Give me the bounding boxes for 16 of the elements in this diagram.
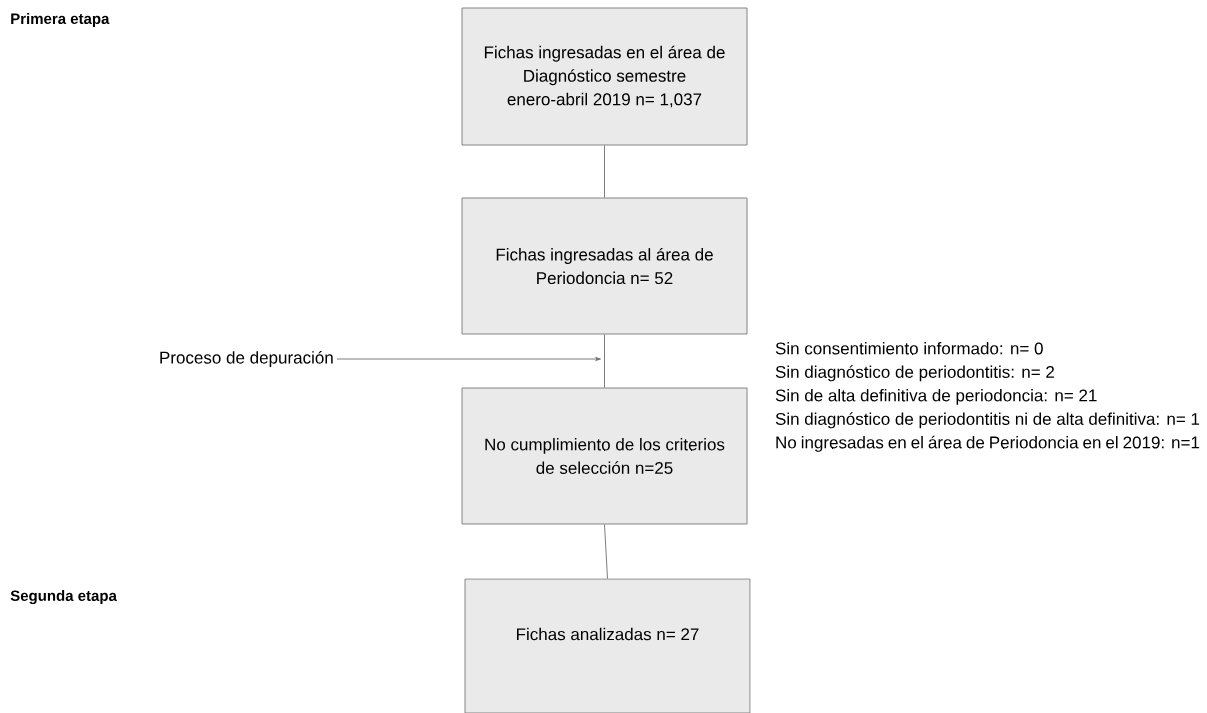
annotation-text: No ingresadas en el área de Periodoncia en el 2019: n=1 xyxy=(776,435,1200,452)
step-label: Proceso de depuración xyxy=(160,351,333,368)
process-box: Fichas analizadas n= 27 xyxy=(464,578,751,713)
annotation-text: Sin diagnóstico de periodontitis ni de alta definitiva: n= 1 xyxy=(775,412,1200,429)
connector-line xyxy=(604,524,608,579)
annotation-text: Sin de alta definitiva de periodoncia: n= 21 xyxy=(775,389,1097,405)
arrow xyxy=(336,357,601,361)
process-box: Fichas ingresadas al área de Periodoncia n= 52 xyxy=(461,197,748,335)
connector-line xyxy=(604,145,605,198)
connector-line xyxy=(604,334,605,388)
process-box: Fichas ingresadas en el área de Diagnóstico semestre enero-abril 2019 n= 1,037 xyxy=(461,7,748,146)
annotation-text: Sin diagnóstico de periodontitis: n= 2 xyxy=(775,365,1054,382)
stage-label: Segunda etapa xyxy=(10,590,117,605)
stage-label: Primera etapa xyxy=(11,13,110,27)
process-box: No cumplimiento de los criterios de selección n=25 xyxy=(461,387,748,525)
annotation-text: Sin consentimiento informado: n= 0 xyxy=(775,342,1043,355)
